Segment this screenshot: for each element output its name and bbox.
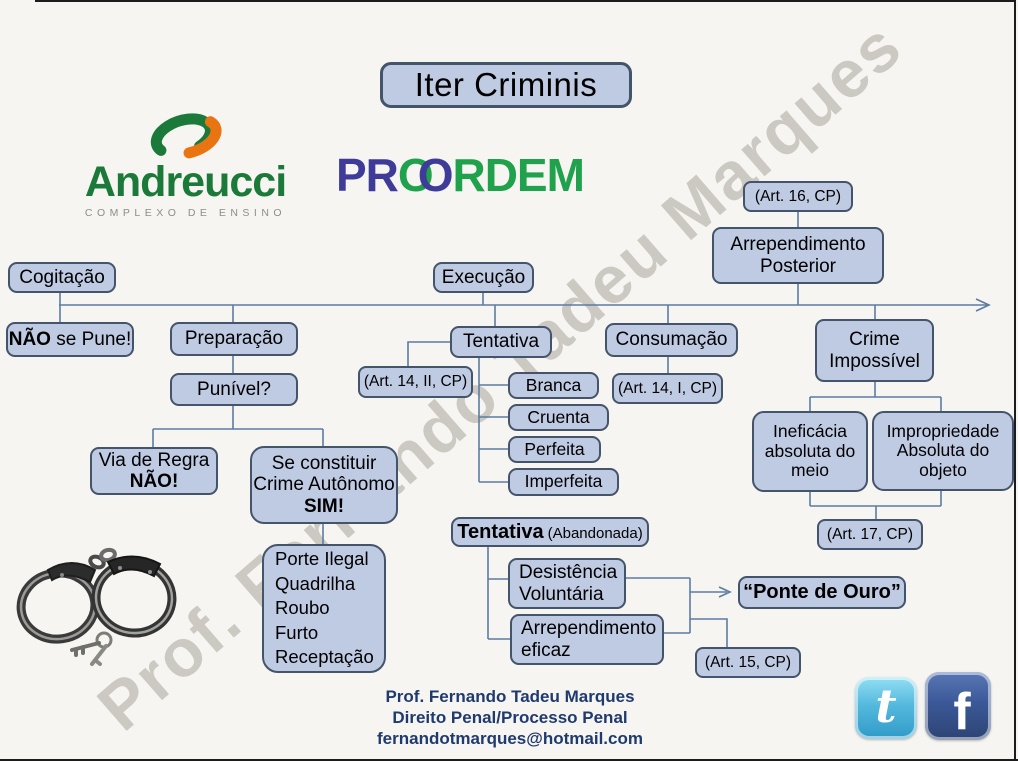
- node-desistencia-voluntaria: Desistência Voluntária: [508, 558, 626, 609]
- proordem-pr: PR: [336, 149, 399, 201]
- arrependimento-eficaz-line2: eficaz: [521, 639, 571, 661]
- ineficacia-line2: absoluta do: [764, 440, 856, 461]
- andreucci-swirl-icon: [150, 113, 222, 159]
- via-de-regra-line1: Via de Regra: [98, 449, 210, 471]
- tentativa-abandonada-sub: (Abandonada): [547, 525, 643, 542]
- andreucci-name: Andreucci: [84, 158, 287, 206]
- node-art14i: (Art. 14, I, CP): [612, 373, 723, 404]
- crime-item-porte-ilegal: Porte Ilegal: [275, 548, 369, 570]
- frame-bottom-line: [0, 759, 1018, 761]
- nao-se-pune-text: NÃO se Pune!: [9, 329, 132, 350]
- handcuffs-image: [16, 547, 177, 666]
- node-execucao: Execução: [433, 262, 534, 293]
- facebook-glyph: f: [953, 683, 971, 741]
- nao-se-pune-rest: se Pune!: [50, 328, 132, 350]
- node-art17: (Art. 17, CP): [817, 519, 923, 550]
- node-crime-impossivel: Crime Impossível: [815, 319, 934, 382]
- node-se-constituir: Se constituir Crime Autônomo SIM!: [250, 446, 398, 524]
- ineficacia-line1: Ineficácia: [773, 421, 847, 442]
- footer-subject: Direito Penal/Processo Penal: [392, 708, 628, 728]
- tentativa-abandonada-main: Tentativa: [457, 521, 544, 543]
- node-ponte-de-ouro: “Ponte de Ouro”: [738, 576, 906, 609]
- node-tentativa-abandonada: Tentativa (Abandonada): [451, 517, 649, 547]
- node-arrependimento-eficaz: Arrependimento eficaz: [510, 614, 664, 665]
- se-constituir-sim: SIM!: [303, 495, 345, 517]
- se-constituir-line2: Crime Autônomo: [253, 474, 395, 496]
- impropriedade-line3: objeto: [919, 459, 967, 480]
- node-consumacao: Consumação: [605, 323, 738, 357]
- node-art14ii: (Art. 14, II, CP): [358, 366, 473, 398]
- node-art15: (Art. 15, CP): [695, 647, 801, 678]
- crime-item-receptacao: Receptação: [275, 646, 374, 668]
- footer-author: Prof. Fernando Tadeu Marques: [385, 687, 635, 706]
- proordem-o-purple: O: [417, 149, 454, 201]
- impropriedade-line2: Absoluta do: [896, 440, 990, 461]
- se-constituir-line1: Se constituir: [271, 453, 377, 475]
- node-tentativa-perfeita: Perfeita: [508, 436, 601, 463]
- crime-item-furto: Furto: [275, 621, 319, 643]
- page-title: Iter Criminis: [380, 62, 632, 108]
- twitter-glyph: t: [875, 679, 897, 733]
- footer-credits: Prof. Fernando Tadeu Marques Direito Pen…: [310, 686, 710, 749]
- footer-email: fernandotmarques@hotmail.com: [377, 729, 643, 749]
- arrependimento-eficaz-line1: Arrependimento: [521, 618, 657, 640]
- node-arrependimento-posterior: Arrependimento Posterior: [712, 227, 884, 284]
- node-punivel: Punível?: [170, 373, 298, 406]
- proordem-rdem: RDEM: [452, 149, 584, 201]
- node-cogitacao: Cogitação: [8, 262, 116, 293]
- crime-impossivel-line2: Impossível: [829, 350, 920, 372]
- facebook-icon: f: [925, 672, 991, 741]
- ineficacia-line3: meio: [791, 460, 829, 481]
- andreucci-tagline: COMPLEXO DE ENSINO: [84, 206, 287, 219]
- node-tentativa: Tentativa: [450, 326, 552, 358]
- frame-top-line: [35, 0, 1014, 2]
- arrependimento-posterior-line1: Arrependimento: [730, 234, 866, 256]
- crime-item-quadrilha: Quadrilha: [275, 572, 356, 594]
- proordem-o-green: O: [397, 149, 434, 201]
- node-ineficacia: Ineficácia absoluta do meio: [752, 411, 868, 492]
- twitter-icon: t: [855, 677, 917, 739]
- crime-item-roubo: Roubo: [275, 597, 330, 619]
- via-de-regra-nao: NÃO!: [129, 471, 179, 492]
- crime-impossivel-line1: Crime: [849, 329, 900, 351]
- node-preparacao: Preparação: [170, 322, 298, 356]
- arrependimento-posterior-line2: Posterior: [759, 255, 837, 277]
- node-tentativa-branca: Branca: [508, 372, 599, 399]
- nao-se-pune-bold: NÃO: [8, 328, 51, 350]
- desistencia-line1: Desistência: [519, 562, 618, 584]
- node-crime-list: Porte Ilegal Quadrilha Roubo Furto Recep…: [262, 544, 386, 673]
- frame-right-line: [1014, 0, 1016, 761]
- node-impropriedade: Impropriedade Absoluta do objeto: [872, 411, 1014, 491]
- desistencia-line2: Voluntária: [519, 583, 604, 605]
- node-tentativa-cruenta: Cruenta: [508, 404, 609, 431]
- node-tentativa-imperfeita: Imperfeita: [508, 468, 619, 496]
- impropriedade-line1: Impropriedade: [886, 420, 1000, 441]
- proordem-logo: PROORDEM: [336, 148, 585, 202]
- node-nao-se-pune: NÃO se Pune!: [6, 322, 134, 357]
- node-via-de-regra: Via de Regra NÃO!: [90, 447, 218, 495]
- andreucci-logo: Andreucci COMPLEXO DE ENSINO: [58, 112, 313, 219]
- node-art16: (Art. 16, CP): [743, 181, 853, 212]
